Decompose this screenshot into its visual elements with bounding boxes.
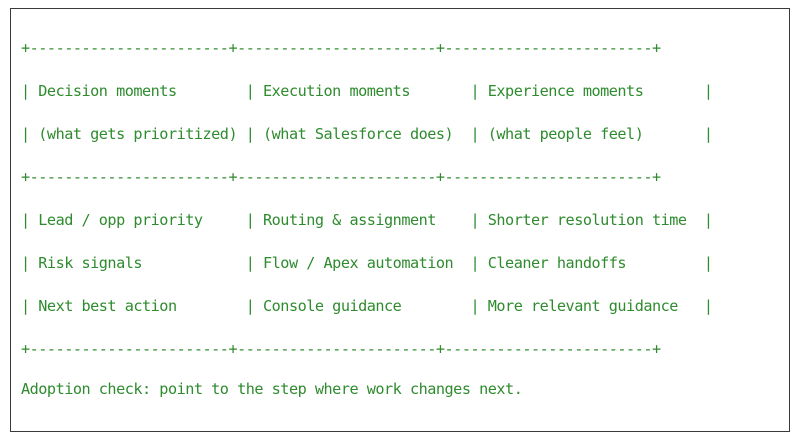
table-row-2: | Risk signals | Flow / Apex automation … <box>21 254 713 272</box>
table-header-row-2: | (what gets prioritized) | (what Salesf… <box>21 125 713 143</box>
table-border-top: +-----------------------+---------------… <box>21 39 661 57</box>
ascii-table: +-----------------------+---------------… <box>21 37 713 381</box>
adoption-check-note: Adoption check: point to the step where … <box>21 380 523 398</box>
document-frame <box>10 8 790 432</box>
table-row-3: | Next best action | Console guidance | … <box>21 297 713 315</box>
table-row-1: | Lead / opp priority | Routing & assign… <box>21 211 713 229</box>
table-border-mid: +-----------------------+---------------… <box>21 168 661 186</box>
table-border-bottom: +-----------------------+---------------… <box>21 340 661 358</box>
table-header-row-1: | Decision moments | Execution moments |… <box>21 82 713 100</box>
